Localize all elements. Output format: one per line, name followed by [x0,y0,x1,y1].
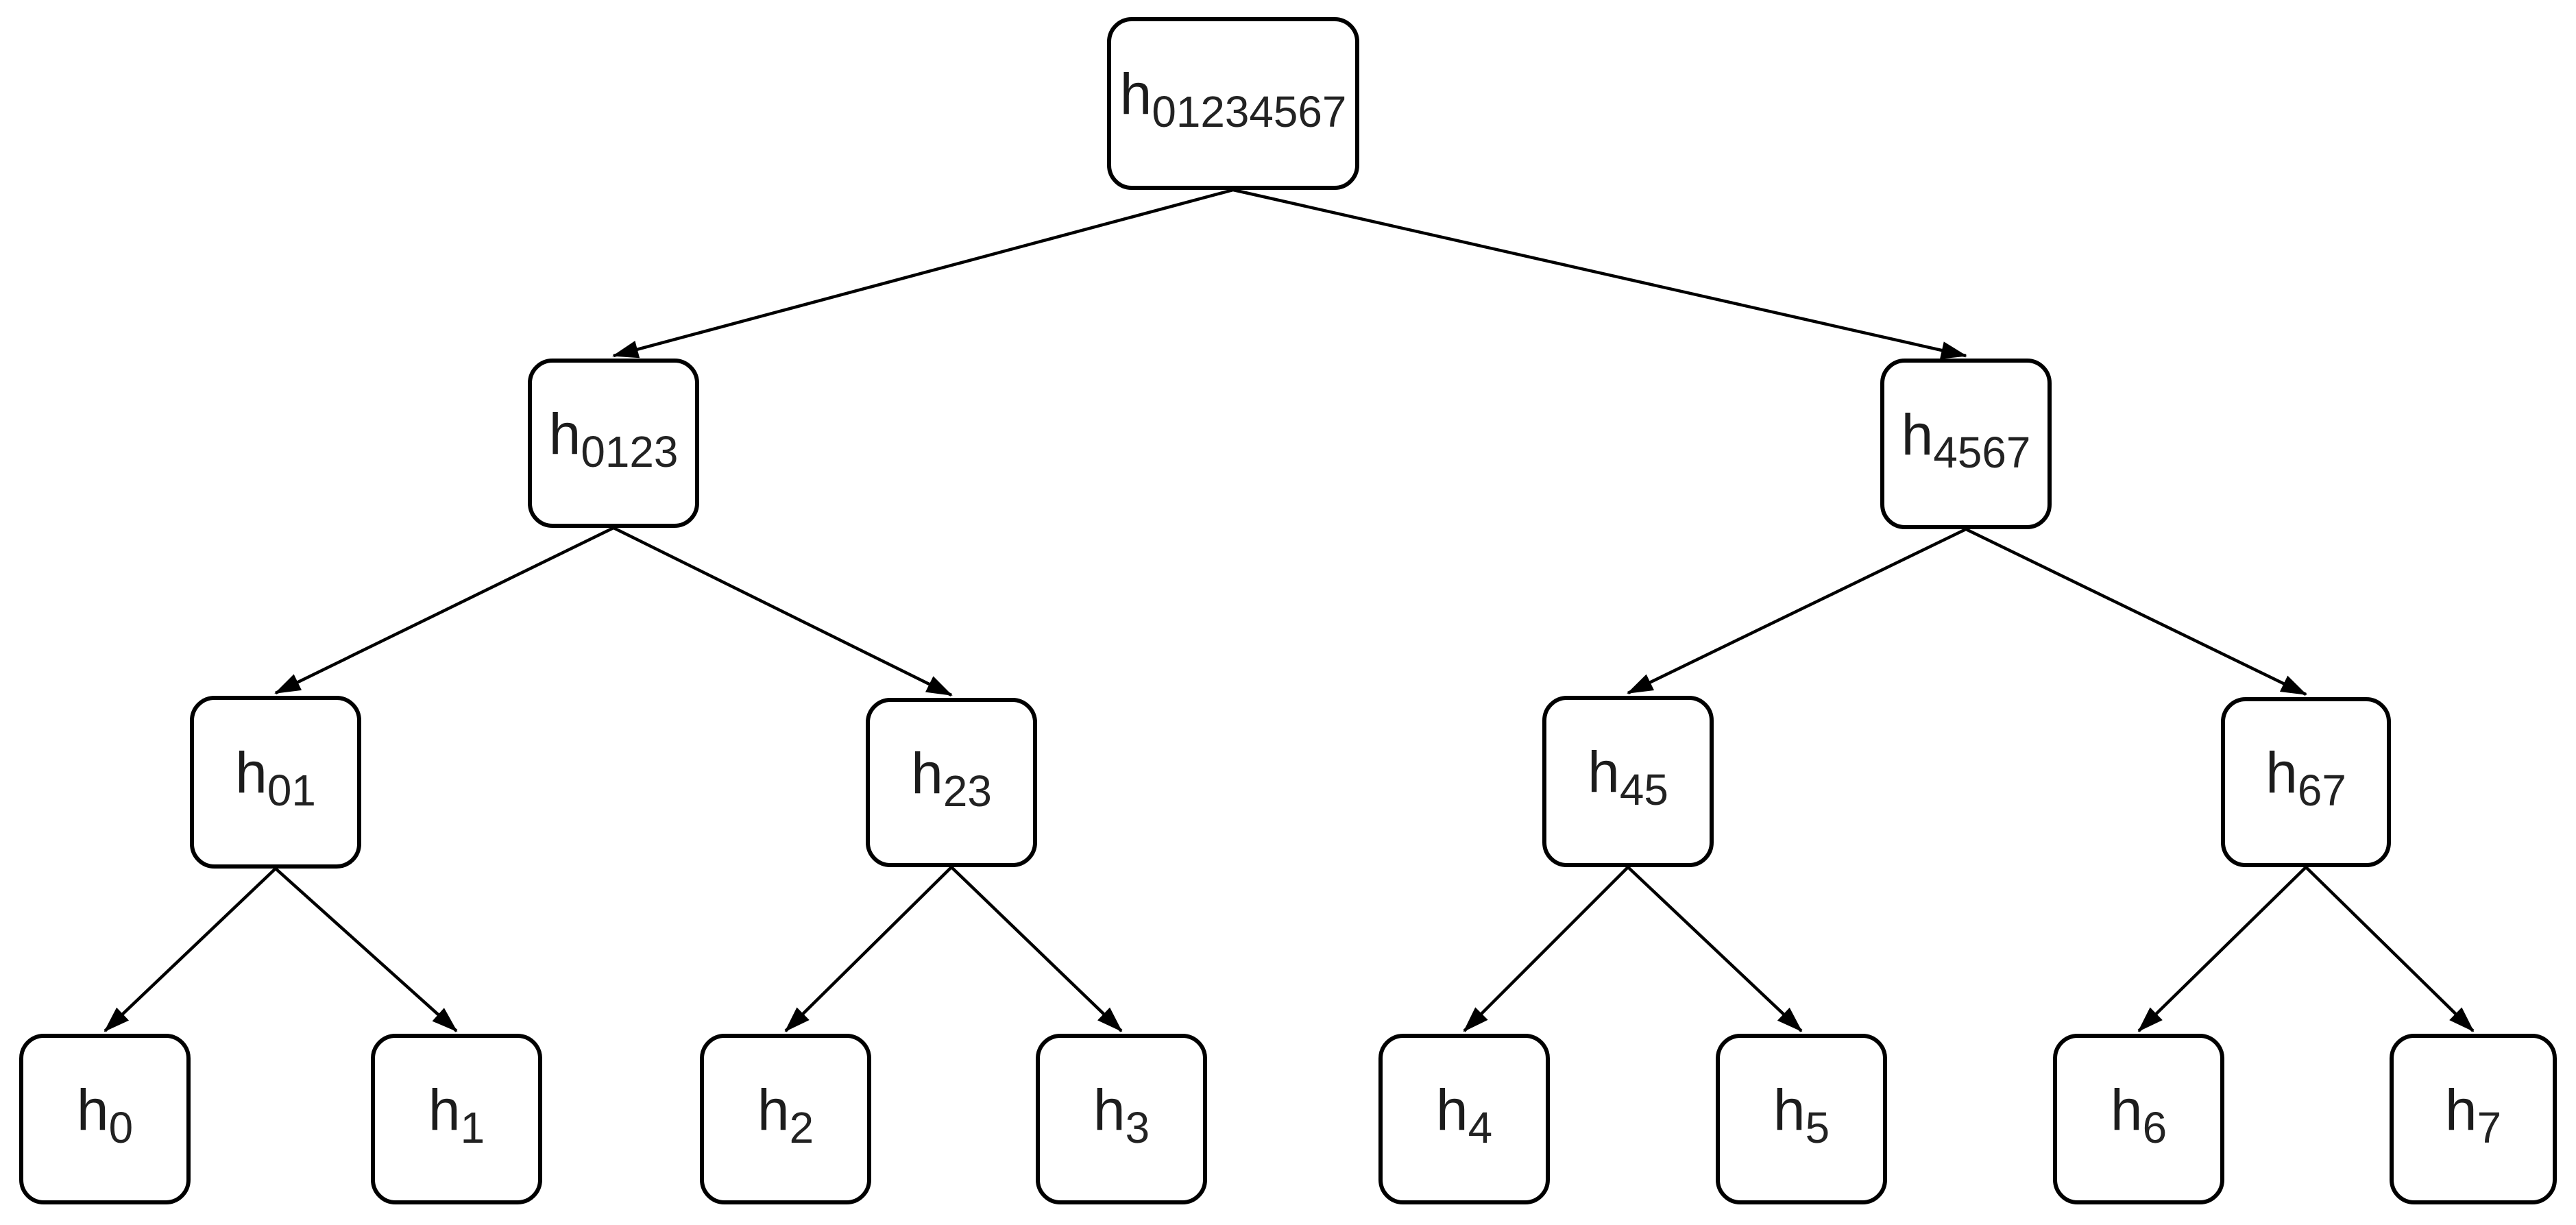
edge-h01234567-h4567 [1232,188,1967,359]
node-label-subscript: 01234567 [1152,87,1347,137]
node-label: h2 [757,1081,814,1150]
node-label-base: h [757,1077,790,1142]
node-label-subscript: 7 [2477,1102,2502,1152]
edge-h01234567-h0123 [612,188,1234,359]
edge-h01-h1 [274,867,458,1032]
tree-node-h4: h4 [1378,1034,1550,1204]
tree-node-h5: h5 [1716,1034,1887,1204]
edge-h4567-h67 [1965,527,2307,696]
edge-h0123-h01 [274,526,614,695]
tree-node-h1: h1 [371,1034,542,1204]
node-label: h1 [428,1081,485,1150]
node-label-subscript: 5 [1805,1102,1830,1152]
node-label-base: h [548,401,581,466]
node-label-base: h [2265,740,2298,805]
node-label-base: h [76,1077,109,1142]
tree-node-h01234567: h01234567 [1107,17,1359,190]
node-label: h45 [1588,743,1668,812]
tree-node-h23: h23 [866,698,1037,867]
node-label-subscript: 0123 [581,426,679,476]
edge-h45-h5 [1627,866,1803,1032]
edge-h67-h7 [2305,866,2475,1032]
node-label-subscript: 23 [943,766,992,816]
tree-node-h0: h0 [19,1034,191,1204]
node-label-base: h [2444,1077,2477,1142]
node-label: h4 [1436,1081,1492,1150]
tree-node-h7: h7 [2390,1034,2557,1204]
node-label-subscript: 01 [267,766,316,816]
edge-h23-h3 [950,866,1123,1032]
edge-h23-h2 [784,866,953,1032]
node-label-subscript: 4567 [1933,427,2031,477]
tree-node-h4567: h4567 [1880,359,2052,529]
node-label-base: h [2110,1077,2143,1142]
node-label-base: h [1435,1077,1468,1142]
node-label-base: h [1093,1077,1126,1142]
node-label: h5 [1773,1081,1830,1150]
node-label-subscript: 0 [108,1102,134,1152]
node-label: h7 [2445,1081,2501,1150]
node-label-base: h [1588,740,1620,805]
tree-node-h67: h67 [2221,697,2391,867]
node-label-subscript: 4 [1468,1102,1493,1152]
node-label-subscript: 2 [789,1102,814,1152]
node-label-base: h [1119,62,1152,127]
node-label-subscript: 3 [1125,1102,1150,1152]
tree-node-h3: h3 [1036,1034,1207,1204]
tree-node-h2: h2 [700,1034,871,1204]
node-label: h0 [77,1081,133,1150]
node-label: h01 [235,744,316,812]
node-label-subscript: 1 [460,1102,485,1152]
edge-h4567-h45 [1627,527,1967,695]
node-label-base: h [428,1077,461,1142]
node-label: h4567 [1901,406,2031,474]
edge-h01-h0 [104,867,277,1032]
edge-h45-h4 [1463,866,1629,1032]
node-label-base: h [1773,1077,1806,1142]
node-label-subscript: 6 [2142,1102,2167,1152]
tree-node-h01: h01 [190,696,361,869]
node-label-subscript: 67 [2297,766,2346,816]
node-label: h01234567 [1120,65,1347,134]
node-label: h3 [1093,1081,1150,1150]
tree-node-h0123: h0123 [528,359,699,528]
tree-node-h6: h6 [2053,1034,2224,1204]
edge-h67-h6 [2137,866,2307,1032]
node-label: h23 [911,744,992,813]
node-label: h0123 [549,405,679,474]
tree-node-h45: h45 [1542,696,1714,867]
edge-h0123-h23 [613,526,953,697]
node-label: h67 [2265,744,2346,812]
node-label-subscript: 45 [1619,765,1668,815]
node-label-base: h [1901,402,1934,467]
node-label-base: h [911,740,943,805]
node-label-base: h [235,740,267,805]
node-label: h6 [2111,1081,2167,1150]
